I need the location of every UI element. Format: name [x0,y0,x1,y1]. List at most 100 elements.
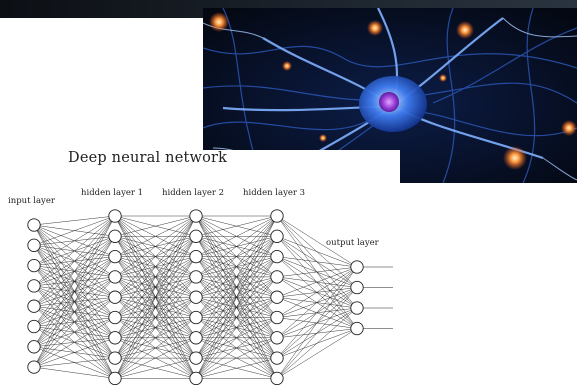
connection-line [195,215,278,318]
layer-2-node [189,371,203,386]
connection-line [114,215,197,318]
connection-line [33,215,116,327]
layer-4-node [350,301,364,315]
layer-3-node [270,270,284,284]
connection-line [276,328,358,379]
hidden-layer-2-label: hidden layer 2 [162,188,225,198]
layer-1-node [108,229,122,243]
layer-3-node [270,371,284,386]
layer-2-node [189,290,203,304]
layer-2-node [189,229,203,243]
layer-1-node [108,249,122,264]
layer-0-node [27,218,41,232]
connection-line [276,307,358,379]
input-layer-label: input layer [8,196,55,206]
hidden-layer-3-label: hidden layer 3 [243,188,306,198]
layer-2-node [189,351,203,365]
connection-line [195,215,278,338]
layer-3-node [270,331,284,345]
connection-line [114,317,197,379]
layer-0-node [27,340,41,354]
network-graph [27,209,393,386]
connection-line [114,215,197,298]
connection-line [276,266,358,379]
connection-line [195,236,278,379]
output-layer-label: output layer [326,238,379,248]
connection-line [114,236,197,379]
connection-line [33,215,116,307]
connection-line [195,215,278,257]
connection-line [195,256,278,379]
layer-0-node [27,258,41,273]
connection-line [33,215,116,347]
nodes [27,209,364,386]
connection-line [33,317,116,368]
layer-2-node [189,331,203,345]
connection-line [276,215,358,268]
connection-line [33,215,116,266]
connection-line [276,266,358,359]
connection-line [276,266,358,298]
connection-line [276,256,358,268]
connection-line [114,337,197,379]
connection-line [195,317,278,379]
connection-line [195,215,278,237]
layer-3-node [270,209,284,223]
connection-lines [33,215,393,379]
neural-network-diagram: Deep neural network input layer hidden l… [0,150,577,390]
connection-line [195,215,278,298]
connection-line [114,215,197,359]
layer-3-node [270,249,284,264]
connection-line [195,276,278,379]
layer-3-node [270,351,284,365]
connection-line [276,236,358,268]
connection-line [33,366,116,379]
connection-line [195,357,278,379]
connection-line [114,215,197,237]
layer-1-node [108,351,122,365]
layer-4-node [350,260,364,274]
hidden-layer-1-label: hidden layer 1 [81,188,144,198]
connection-line [195,215,278,379]
layer-3-node [270,229,284,243]
connection-line [33,297,116,368]
connection-line [114,297,197,379]
layer-2-node [189,249,203,264]
layer-4-node [350,321,364,336]
connection-line [33,236,116,368]
connection-line [195,215,278,278]
connection-line [33,256,116,368]
connection-line [114,215,197,257]
layer-2-node [189,209,203,223]
connection-line [33,215,116,226]
connection-line [114,215,197,338]
connection-line [33,357,116,368]
connection-line [276,266,358,278]
connection-line [276,287,358,379]
connection-line [195,297,278,379]
connection-line [33,215,116,368]
layer-3-node [270,290,284,304]
connection-line [33,215,116,287]
layer-1-node [108,371,122,386]
connection-line [33,276,116,368]
layer-0-node [27,299,41,313]
connection-line [33,215,116,246]
layer-1-node [108,310,122,325]
connection-line [195,215,278,359]
layer-1-node [108,209,122,223]
layer-4-node [350,280,364,295]
connection-line [33,337,116,368]
layer-2-node [189,270,203,284]
connection-line [114,215,197,379]
layer-0-node [27,360,41,374]
connection-line [114,276,197,379]
diagram-title: Deep neural network [68,150,228,166]
layer-0-node [27,319,41,334]
connection-line [114,215,197,278]
connection-line [114,357,197,379]
connection-line [276,266,358,318]
layer-1-node [108,290,122,304]
connection-line [114,256,197,379]
layer-3-node [270,310,284,325]
